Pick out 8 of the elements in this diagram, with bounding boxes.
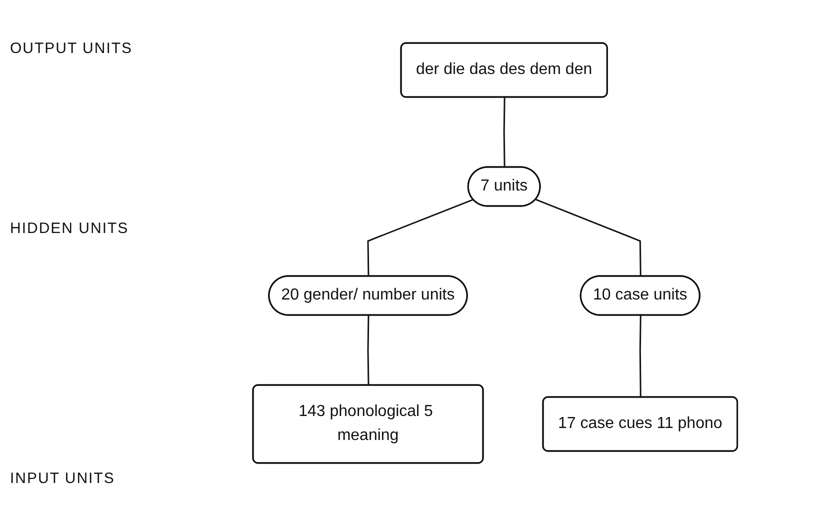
connector xyxy=(367,198,474,277)
connector xyxy=(536,198,642,276)
level-label: HIDDEN UNITS xyxy=(10,220,129,237)
connector xyxy=(367,315,370,386)
connector xyxy=(639,315,642,398)
connector xyxy=(503,97,506,168)
level-label: INPUT UNITS xyxy=(10,470,115,487)
level-label: OUTPUT UNITS xyxy=(10,40,133,57)
